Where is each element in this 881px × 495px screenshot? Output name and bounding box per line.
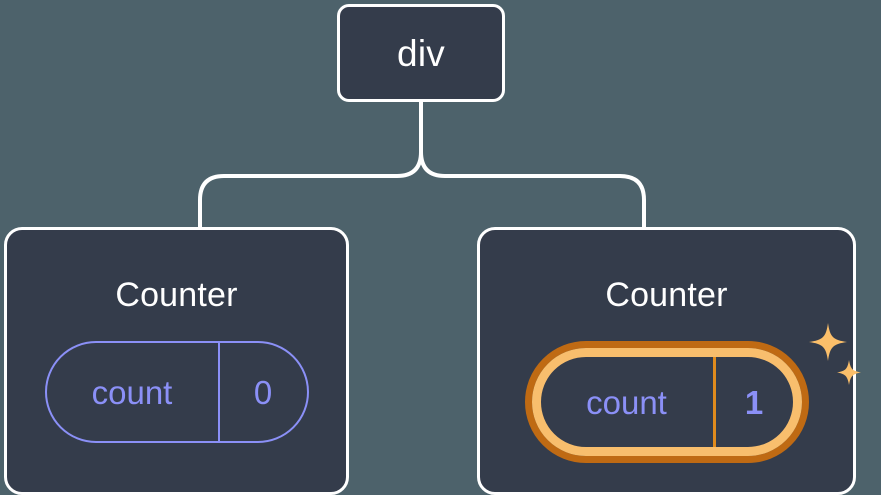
state-pill-right-value: 1 bbox=[712, 357, 793, 447]
state-pill-count-right[interactable]: count 1 bbox=[524, 341, 809, 463]
node-counter-right-title: Counter bbox=[605, 276, 728, 314]
state-pill-right-inner-ring: count 1 bbox=[531, 348, 802, 456]
node-counter-right[interactable]: Counter count 1 bbox=[477, 227, 861, 495]
node-counter-left-title: Counter bbox=[115, 276, 238, 314]
connector-right-branch bbox=[419, 100, 646, 230]
node-div-label: div bbox=[397, 32, 445, 74]
state-pill-left-wrapper: count 0 bbox=[44, 341, 309, 443]
state-pill-count-left[interactable]: count 0 bbox=[44, 341, 309, 443]
state-pill-right-wrapper: count 1 bbox=[524, 323, 861, 463]
connector-left-branch bbox=[198, 100, 423, 230]
state-pill-left-key: count bbox=[91, 373, 173, 411]
state-pill-right-key: count bbox=[586, 383, 667, 421]
sparkles-group bbox=[808, 323, 861, 385]
node-div[interactable]: div bbox=[337, 4, 505, 102]
sparkle-large-icon bbox=[808, 323, 847, 361]
node-counter-left[interactable]: Counter count 0 bbox=[4, 227, 349, 495]
state-pill-left-value: 0 bbox=[217, 343, 307, 441]
